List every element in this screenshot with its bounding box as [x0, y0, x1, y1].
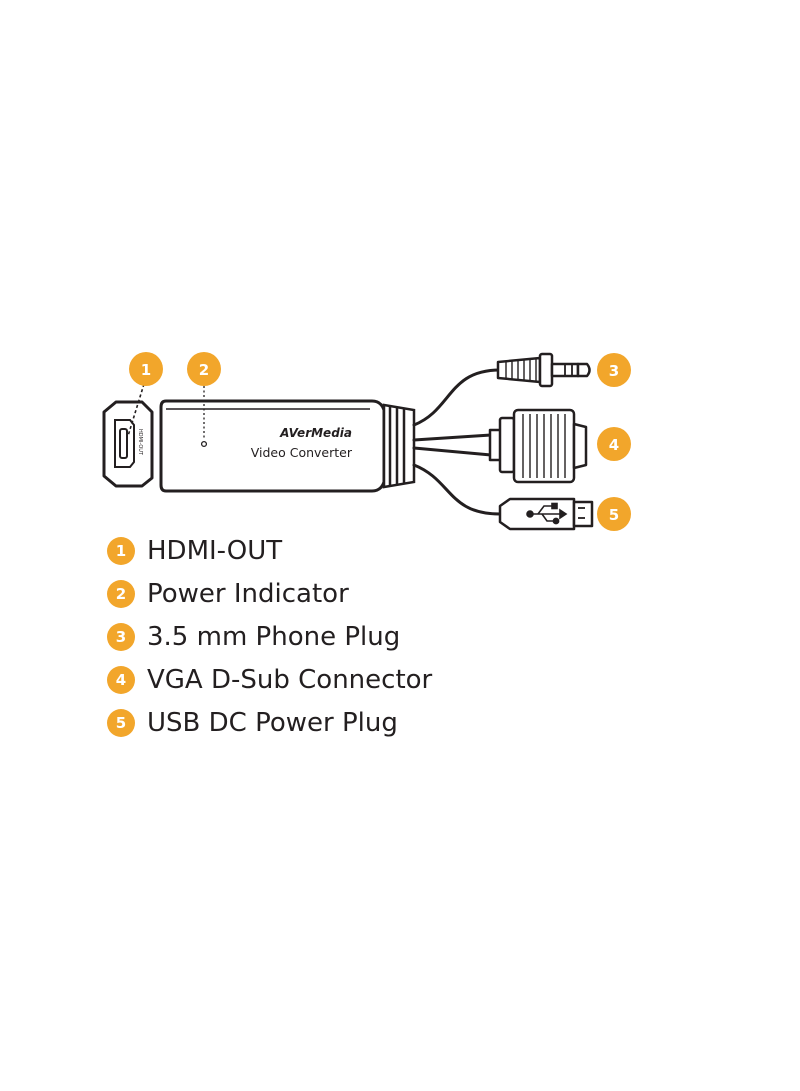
legend-label: Power Indicator — [147, 578, 349, 609]
brand-logo: AVerMedia — [279, 426, 352, 440]
callout-1-leader — [127, 383, 145, 437]
callout-badge-2: 2 — [187, 352, 221, 386]
legend-item: 5 USB DC Power Plug — [107, 701, 432, 744]
legend-label: USB DC Power Plug — [147, 707, 398, 738]
legend-badge: 5 — [107, 708, 135, 737]
legend-badge: 1 — [107, 536, 135, 565]
legend-item: 2 Power Indicator — [107, 572, 432, 615]
phone-plug — [496, 352, 591, 388]
callout-badge-1: 1 — [129, 352, 163, 386]
legend-badge: 3 — [107, 622, 135, 651]
vga-connector — [488, 408, 588, 484]
legend-label: 3.5 mm Phone Plug — [147, 621, 401, 652]
legend-item: 1 HDMI-OUT — [107, 529, 432, 572]
legend-item: 4 VGA D-Sub Connector — [107, 658, 432, 701]
svg-text:2: 2 — [199, 361, 209, 379]
callout-badge-3: 3 — [597, 353, 631, 387]
svg-text:5: 5 — [609, 506, 619, 524]
svg-text:4: 4 — [609, 436, 619, 454]
usb-icon — [526, 502, 568, 525]
legend-label: VGA D-Sub Connector — [147, 664, 433, 695]
legend-badge: 4 — [107, 665, 135, 694]
converter-body — [159, 399, 386, 493]
callout-badge-4: 4 — [597, 427, 631, 461]
legend-badge: 2 — [107, 579, 135, 608]
legend-item: 3 3.5 mm Phone Plug — [107, 615, 432, 658]
strain-relief — [382, 403, 416, 489]
hdmi-port-label: HDMI-OUT — [137, 429, 143, 456]
hdmi-port — [114, 419, 135, 468]
legend-label: HDMI-OUT — [147, 535, 283, 566]
callout-badge-5: 5 — [597, 497, 631, 531]
power-indicator-led — [200, 440, 208, 448]
product-name: Video Converter — [251, 445, 353, 460]
svg-text:3: 3 — [609, 362, 619, 380]
svg-text:1: 1 — [141, 361, 151, 379]
cables — [412, 368, 502, 516]
legend: 1 HDMI-OUT 2 Power Indicator 3 3.5 mm Ph… — [107, 529, 432, 744]
